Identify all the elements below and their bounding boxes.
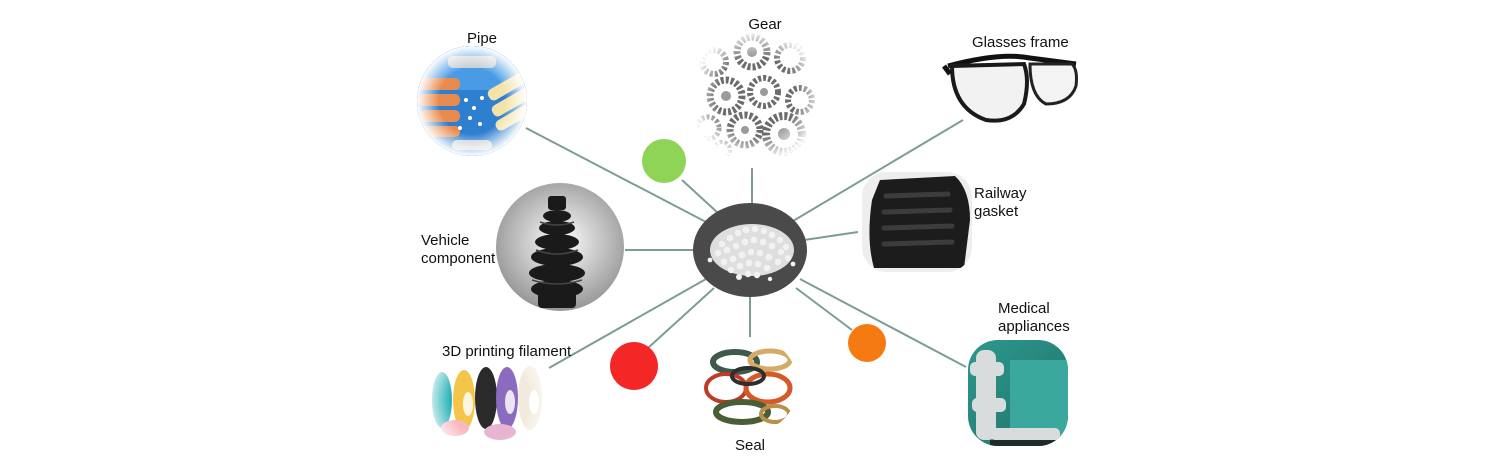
connector-medical — [799, 278, 967, 368]
connector-orange-dot — [795, 287, 853, 331]
hub-pellets — [693, 203, 807, 297]
connector-green-dot — [681, 179, 719, 214]
connector-pipe — [525, 127, 707, 223]
label-medical-appliances: Medical appliances — [998, 300, 1070, 336]
gear-image — [691, 30, 823, 162]
connector-lines — [525, 119, 967, 369]
label-railway-gasket: Railway gasket — [974, 185, 1027, 221]
vehicle-component-image — [496, 183, 624, 311]
glasses-image — [942, 53, 1078, 123]
label-3d-printing-filament: 3D printing filament — [442, 343, 572, 360]
connector-filament — [548, 278, 707, 369]
label-vehicle-line2: component — [421, 250, 496, 267]
label-railway-line2: gasket — [974, 203, 1019, 220]
seal-image — [702, 337, 798, 433]
label-vehicle-line1: Vehicle — [421, 232, 470, 249]
orange-dot — [848, 324, 886, 362]
label-gear: Gear — [748, 16, 782, 33]
label-glasses-frame: Glasses frame — [972, 34, 1069, 51]
label-medical-line2: appliances — [998, 318, 1070, 335]
connector-glasses — [792, 119, 964, 222]
filament-image — [424, 334, 556, 466]
label-railway-line1: Railway — [974, 185, 1027, 202]
red-dot — [610, 342, 658, 390]
pellet-pile — [707, 224, 796, 282]
connector-red-dot — [647, 287, 715, 349]
label-seal: Seal — [734, 437, 766, 454]
label-medical-line1: Medical — [998, 300, 1050, 317]
pipe-image — [417, 46, 527, 156]
railway-gasket-image — [862, 172, 972, 272]
label-pipe: Pipe — [466, 30, 498, 47]
medical-image — [968, 340, 1068, 446]
green-dot — [642, 139, 686, 183]
label-vehicle-component: Vehicle component — [421, 232, 495, 268]
connector-railway — [803, 231, 859, 241]
